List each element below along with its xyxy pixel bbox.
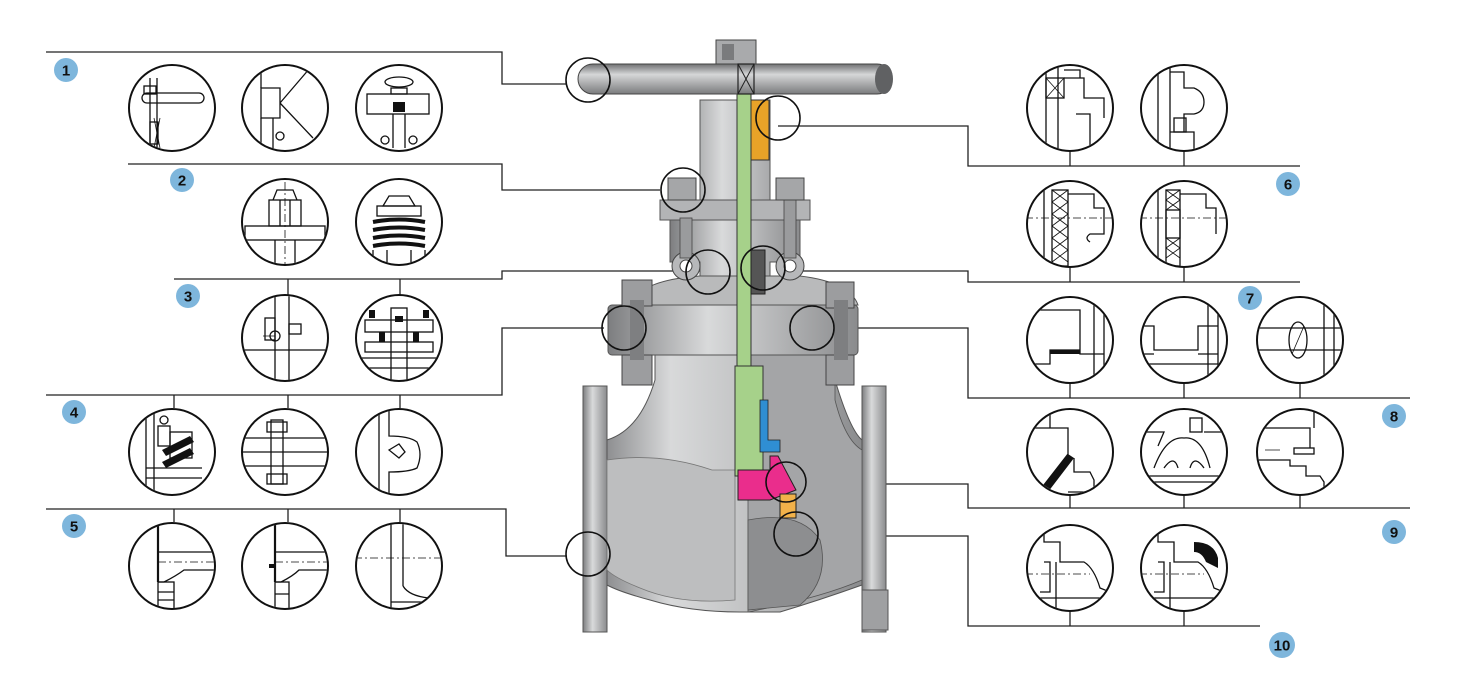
svg-text:7: 7 [1246, 291, 1254, 308]
leader-lines [46, 51, 1410, 627]
handwheel-detail-icon [128, 64, 216, 152]
flanged-end-detail-icon [128, 522, 216, 610]
backseat-integral-detail-icon [1140, 64, 1228, 152]
gland-bolt-detail-icon [241, 294, 329, 382]
gate-valve-illustration [577, 39, 893, 633]
badge-2: 2 [170, 168, 194, 192]
welded-bonnet-detail-icon [355, 408, 443, 496]
ring-joint-gasket-detail-icon [1256, 296, 1344, 384]
handwheel-bar [577, 63, 893, 95]
pressure-seal-detail-icon [128, 408, 216, 496]
seat-ring [779, 493, 797, 519]
backseat-detail-icon [1026, 64, 1114, 152]
packing [750, 249, 766, 295]
number-badges: 1 2 3 4 5 6 7 8 [54, 58, 1406, 658]
butt-weld-end-detail-icon [355, 522, 443, 610]
badge-1: 1 [54, 58, 78, 82]
hardfaced-seat-detail-icon [1140, 524, 1228, 612]
bolted-bonnet-detail-icon [241, 408, 329, 496]
bonnet-gasket [759, 399, 781, 453]
detail-circles [128, 64, 1344, 612]
raised-face-gasket-detail-icon [1026, 296, 1114, 384]
svg-text:5: 5 [70, 519, 78, 536]
packing-lantern-detail-icon [1140, 180, 1228, 268]
yoke-nut-detail-icon [241, 178, 329, 266]
badge-7: 7 [1238, 286, 1262, 310]
badge-4: 4 [62, 400, 86, 424]
badge-3: 3 [176, 284, 200, 308]
rtj-end-detail-icon [241, 522, 329, 610]
solid-wedge-detail-icon [1026, 408, 1114, 496]
svg-text:9: 9 [1390, 525, 1398, 542]
badge-6: 6 [1276, 172, 1300, 196]
svg-text:8: 8 [1390, 409, 1398, 426]
seat-ring-detail-icon [1026, 524, 1114, 612]
badge-9: 9 [1382, 520, 1406, 544]
bellows-detail-icon [355, 178, 443, 266]
packing-ring-detail-icon [1026, 180, 1114, 268]
actuator-detail-icon [355, 64, 443, 152]
svg-text:4: 4 [70, 405, 79, 422]
inlet-flange [582, 385, 608, 633]
svg-text:6: 6 [1284, 177, 1292, 194]
svg-text:2: 2 [178, 173, 186, 190]
badge-5: 5 [62, 514, 86, 538]
badge-10: 10 [1269, 632, 1295, 658]
flexible-wedge-detail-icon [1140, 408, 1228, 496]
svg-text:1: 1 [62, 63, 70, 80]
svg-text:10: 10 [1274, 638, 1291, 655]
gear-operator-detail-icon [241, 64, 329, 152]
tongue-groove-gasket-detail-icon [1140, 296, 1228, 384]
split-wedge-detail-icon [1256, 408, 1344, 496]
svg-text:3: 3 [184, 289, 192, 306]
valve-callout-circles [565, 57, 835, 577]
valve-stem [736, 65, 752, 367]
badge-8: 8 [1382, 404, 1406, 428]
gland-flange-detail-icon [355, 294, 443, 382]
